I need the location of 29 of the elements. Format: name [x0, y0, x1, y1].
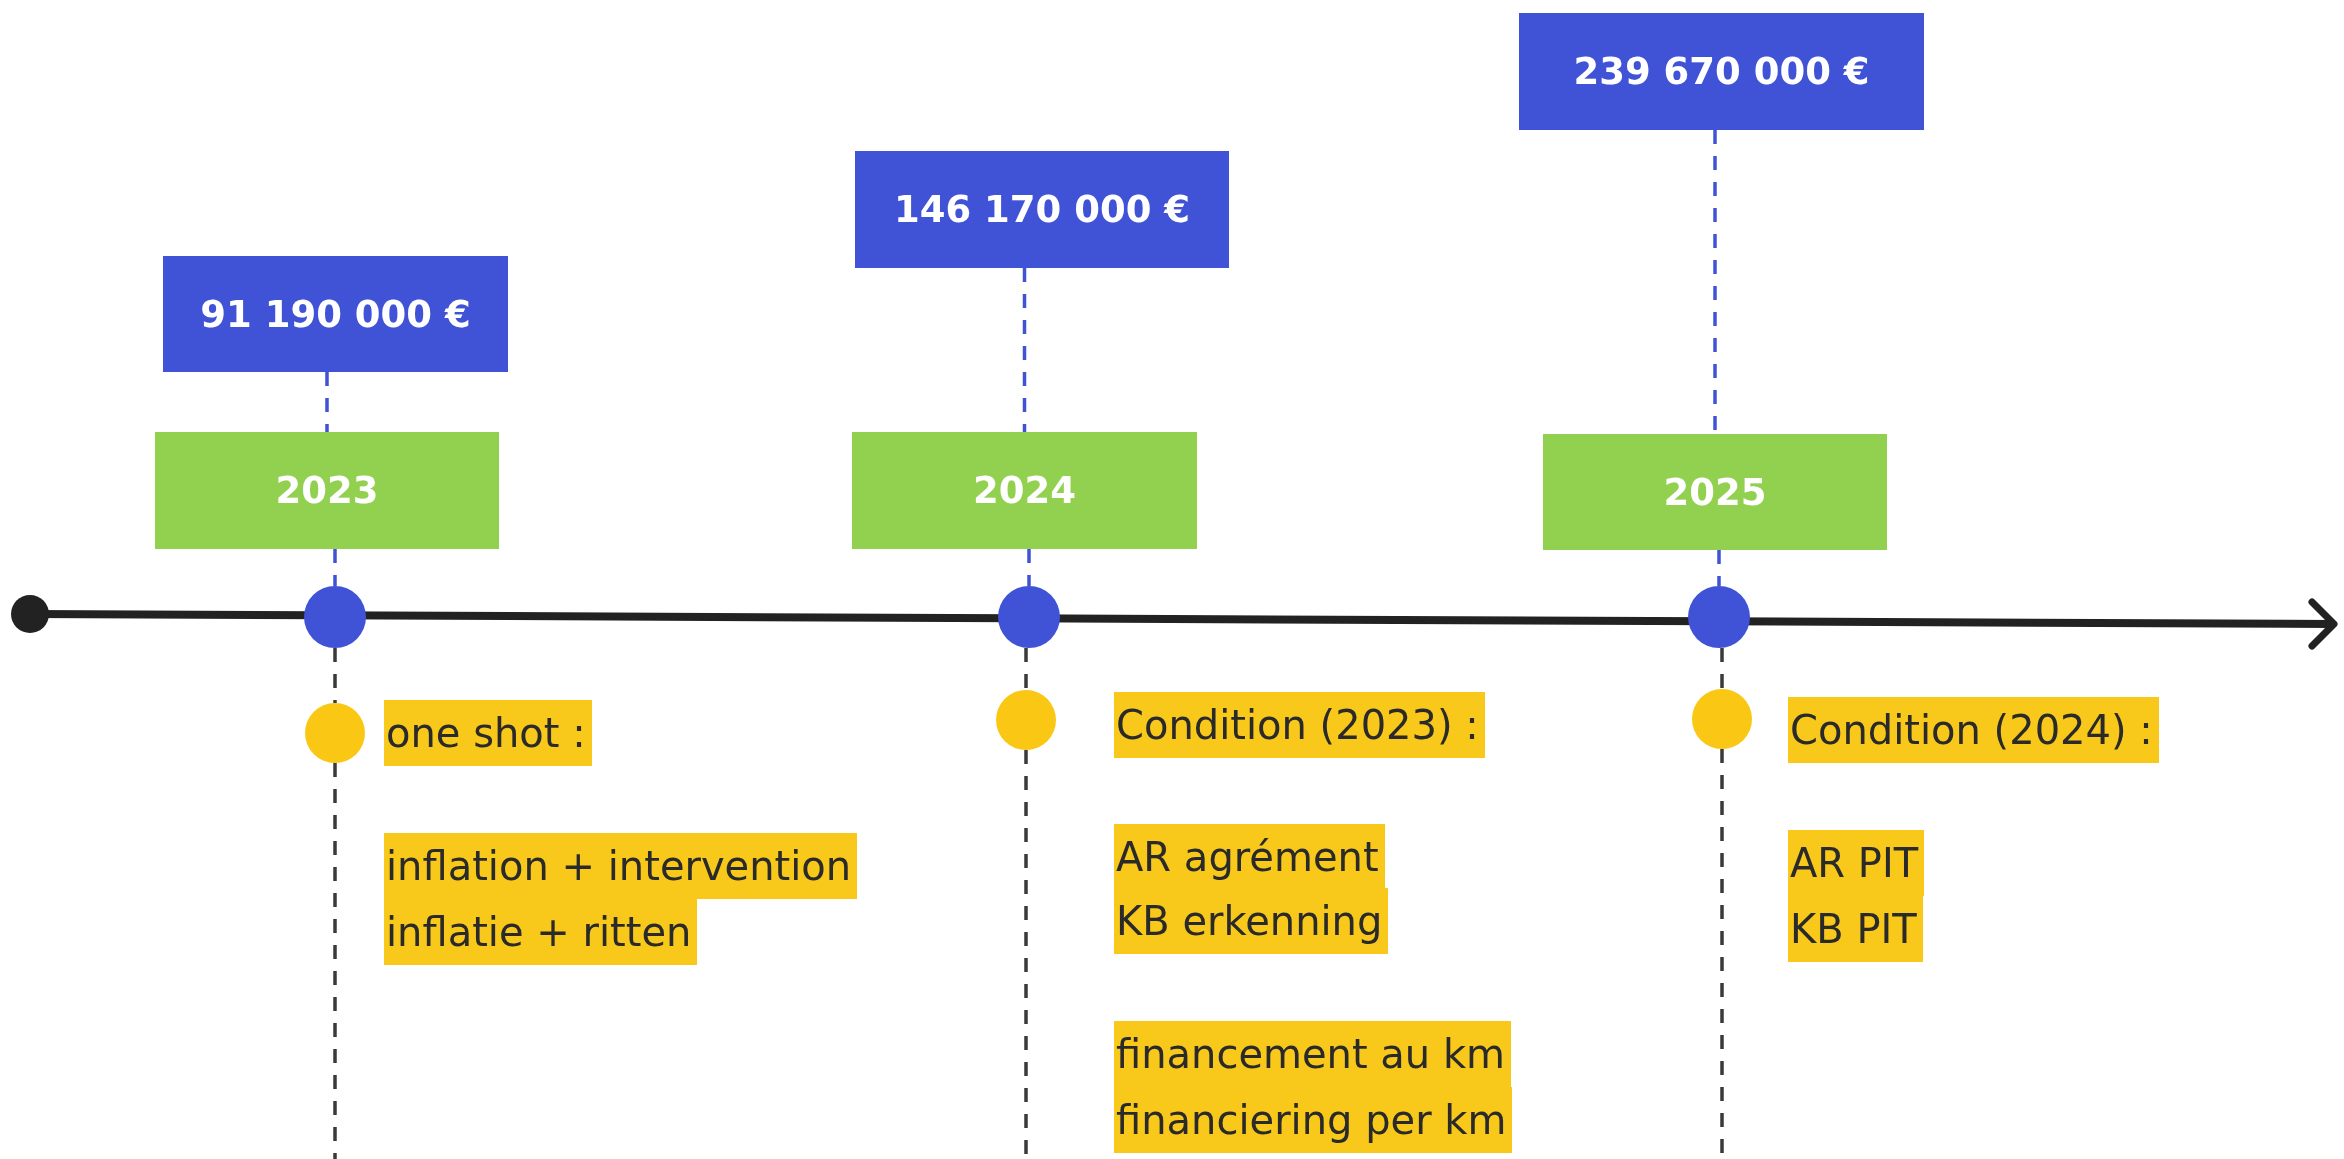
highlighted-note: financiering per km: [1114, 1087, 1513, 1153]
dashed-connector: [1024, 648, 1028, 690]
highlighted-note: Condition (2023) :: [1114, 692, 1485, 758]
dashed-connector: [1022, 268, 1027, 432]
highlighted-note: AR PIT: [1788, 830, 1925, 896]
dashed-connector: [1027, 549, 1031, 586]
dashed-connector: [1720, 648, 1724, 689]
dashed-connector: [333, 648, 337, 703]
highlighted-note: AR agrément: [1114, 824, 1385, 890]
highlighted-note: inflatie + ritten: [384, 899, 698, 965]
amount-box: 239 670 000 €: [1519, 13, 1924, 130]
dashed-connector: [325, 372, 329, 432]
highlighted-note: Condition (2024) :: [1788, 697, 2159, 763]
highlighted-note: inflation + intervention: [384, 833, 858, 899]
year-box: 2023: [155, 432, 499, 549]
bullet-dot: [1692, 689, 1752, 749]
amount-box: 146 170 000 €: [855, 151, 1229, 268]
highlighted-note: financement au km: [1114, 1021, 1512, 1087]
dashed-connector: [333, 763, 337, 1159]
highlighted-note: KB PIT: [1788, 896, 1923, 962]
highlighted-note: KB erkenning: [1114, 888, 1389, 954]
year-box: 2024: [852, 432, 1197, 549]
bullet-dot: [996, 690, 1056, 750]
dashed-connector: [1717, 550, 1721, 586]
bullet-dot: [305, 703, 365, 763]
year-box: 2025: [1543, 434, 1887, 550]
highlighted-note: one shot :: [384, 700, 592, 766]
amount-box: 91 190 000 €: [163, 256, 508, 372]
dashed-connector: [333, 549, 337, 586]
